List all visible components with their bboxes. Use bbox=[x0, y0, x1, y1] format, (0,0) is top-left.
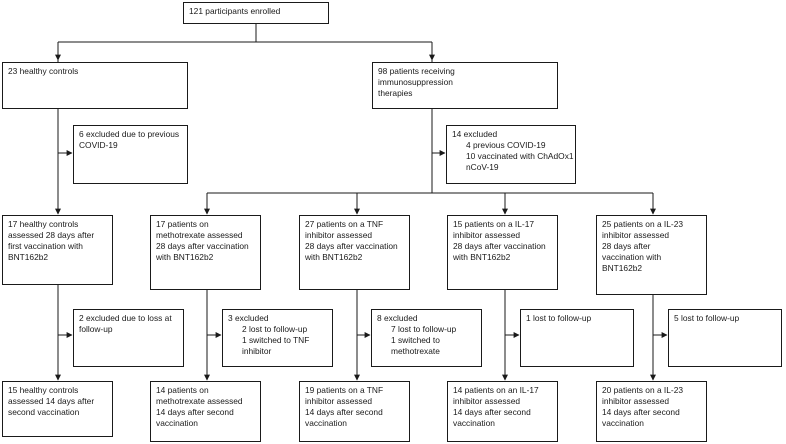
box-text-line: methotrexate bbox=[391, 346, 440, 356]
box-text-line: 8 excluded bbox=[377, 313, 418, 323]
box-text-line: inhibitor assessed bbox=[305, 230, 373, 240]
box-text-line: second vaccination bbox=[8, 407, 80, 417]
box-text-line: 121 participants enrolled bbox=[189, 6, 281, 16]
box-text-line: 28 days after vaccination bbox=[305, 241, 398, 251]
connector-enrolled-split bbox=[57, 24, 433, 62]
box-text-line: 1 switched to bbox=[391, 335, 440, 345]
box-text-line: 2 lost to follow-up bbox=[242, 324, 308, 334]
box-text-line: 15 healthy controls bbox=[8, 385, 79, 395]
box-text-line: 17 healthy controls bbox=[8, 219, 79, 229]
box-text-line: 10 vaccinated with ChAdOx1 bbox=[466, 151, 574, 161]
box-text-line: 4 previous COVID-19 bbox=[466, 140, 546, 150]
box-text-line: 28 days after vaccination bbox=[156, 241, 249, 251]
box-text-line: 98 patients receiving bbox=[378, 66, 455, 76]
box-text-line: BNT162b2 bbox=[602, 263, 643, 273]
box-text-line: 2 excluded due to loss at bbox=[79, 313, 172, 323]
box-text-line: assessed 14 days after bbox=[8, 396, 95, 406]
box-text-line: 1 lost to follow-up bbox=[526, 313, 592, 323]
box-text-line: inhibitor assessed bbox=[453, 230, 521, 240]
box-text-line: immunosuppression bbox=[378, 77, 453, 87]
box-text-line: vaccination bbox=[305, 418, 347, 428]
box-text-line: nCoV-19 bbox=[466, 162, 499, 172]
box-text-line: with BNT162b2 bbox=[453, 252, 511, 262]
box-text-line: 23 healthy controls bbox=[8, 66, 79, 76]
box-text-line: 25 patients on a IL-23 bbox=[602, 219, 684, 229]
box-text-line: vaccination bbox=[602, 418, 644, 428]
box-text-line: 3 excluded bbox=[228, 313, 269, 323]
box-text-line: therapies bbox=[378, 88, 413, 98]
box-text-line: 6 excluded due to previous bbox=[79, 129, 180, 139]
box-text-line: assessed 28 days after bbox=[8, 230, 95, 240]
enrolled-box: 121 participants enrolled bbox=[183, 2, 329, 24]
box-text-line: inhibitor bbox=[242, 346, 272, 356]
box-text-line: 15 patients on a IL-17 bbox=[453, 219, 535, 229]
box-text-line: 28 days after bbox=[602, 241, 651, 251]
box-text-line: 7 lost to follow-up bbox=[391, 324, 457, 334]
box-text-line: inhibitor assessed bbox=[453, 396, 521, 406]
box-text-line: 20 patients on a IL-23 bbox=[602, 385, 684, 395]
box-text-line: inhibitor assessed bbox=[305, 396, 373, 406]
box-text-line: methotrexate assessed bbox=[156, 230, 243, 240]
box-text-line: 17 patients on bbox=[156, 219, 209, 229]
box-text-line: 14 days after second bbox=[156, 407, 234, 417]
box-text-line: follow-up bbox=[79, 324, 113, 334]
box-text-line: inhibitor assessed bbox=[602, 230, 670, 240]
box-text-line: first vaccination with bbox=[8, 241, 83, 251]
excl-box-4: 1 lost to follow-up bbox=[520, 309, 634, 367]
box-text-line: 19 patients on a TNF bbox=[305, 385, 384, 395]
box-text-line: 14 days after second bbox=[602, 407, 680, 417]
box-text-line: 14 days after second bbox=[453, 407, 531, 417]
box-text-line: with BNT162b2 bbox=[156, 252, 214, 262]
box-text-line: vaccination bbox=[156, 418, 198, 428]
box-text-line: 1 switched to TNF bbox=[242, 335, 310, 345]
healthy-controls-box: 23 healthy controls bbox=[2, 62, 188, 109]
box-text-line: vaccination bbox=[453, 418, 495, 428]
box-text-line: COVID-19 bbox=[79, 140, 118, 150]
box-text-line: 5 lost to follow-up bbox=[674, 313, 740, 323]
box-text-line: methotrexate assessed bbox=[156, 396, 243, 406]
box-text-line: 27 patients on a TNF bbox=[305, 219, 384, 229]
box-text-line: BNT162b2 bbox=[8, 252, 49, 262]
box-text-line: with BNT162b2 bbox=[305, 252, 363, 262]
box-text-line: 14 patients on an IL-17 bbox=[453, 385, 539, 395]
box-text-line: vaccination with bbox=[602, 252, 662, 262]
box-text-line: 14 patients on bbox=[156, 385, 209, 395]
box-text-line: 28 days after vaccination bbox=[453, 241, 546, 251]
box-text-line: 14 days after second bbox=[305, 407, 383, 417]
box-text-line: 14 excluded bbox=[452, 129, 498, 139]
excl-box-5: 5 lost to follow-up bbox=[668, 309, 782, 367]
box-text-line: inhibitor assessed bbox=[602, 396, 670, 406]
